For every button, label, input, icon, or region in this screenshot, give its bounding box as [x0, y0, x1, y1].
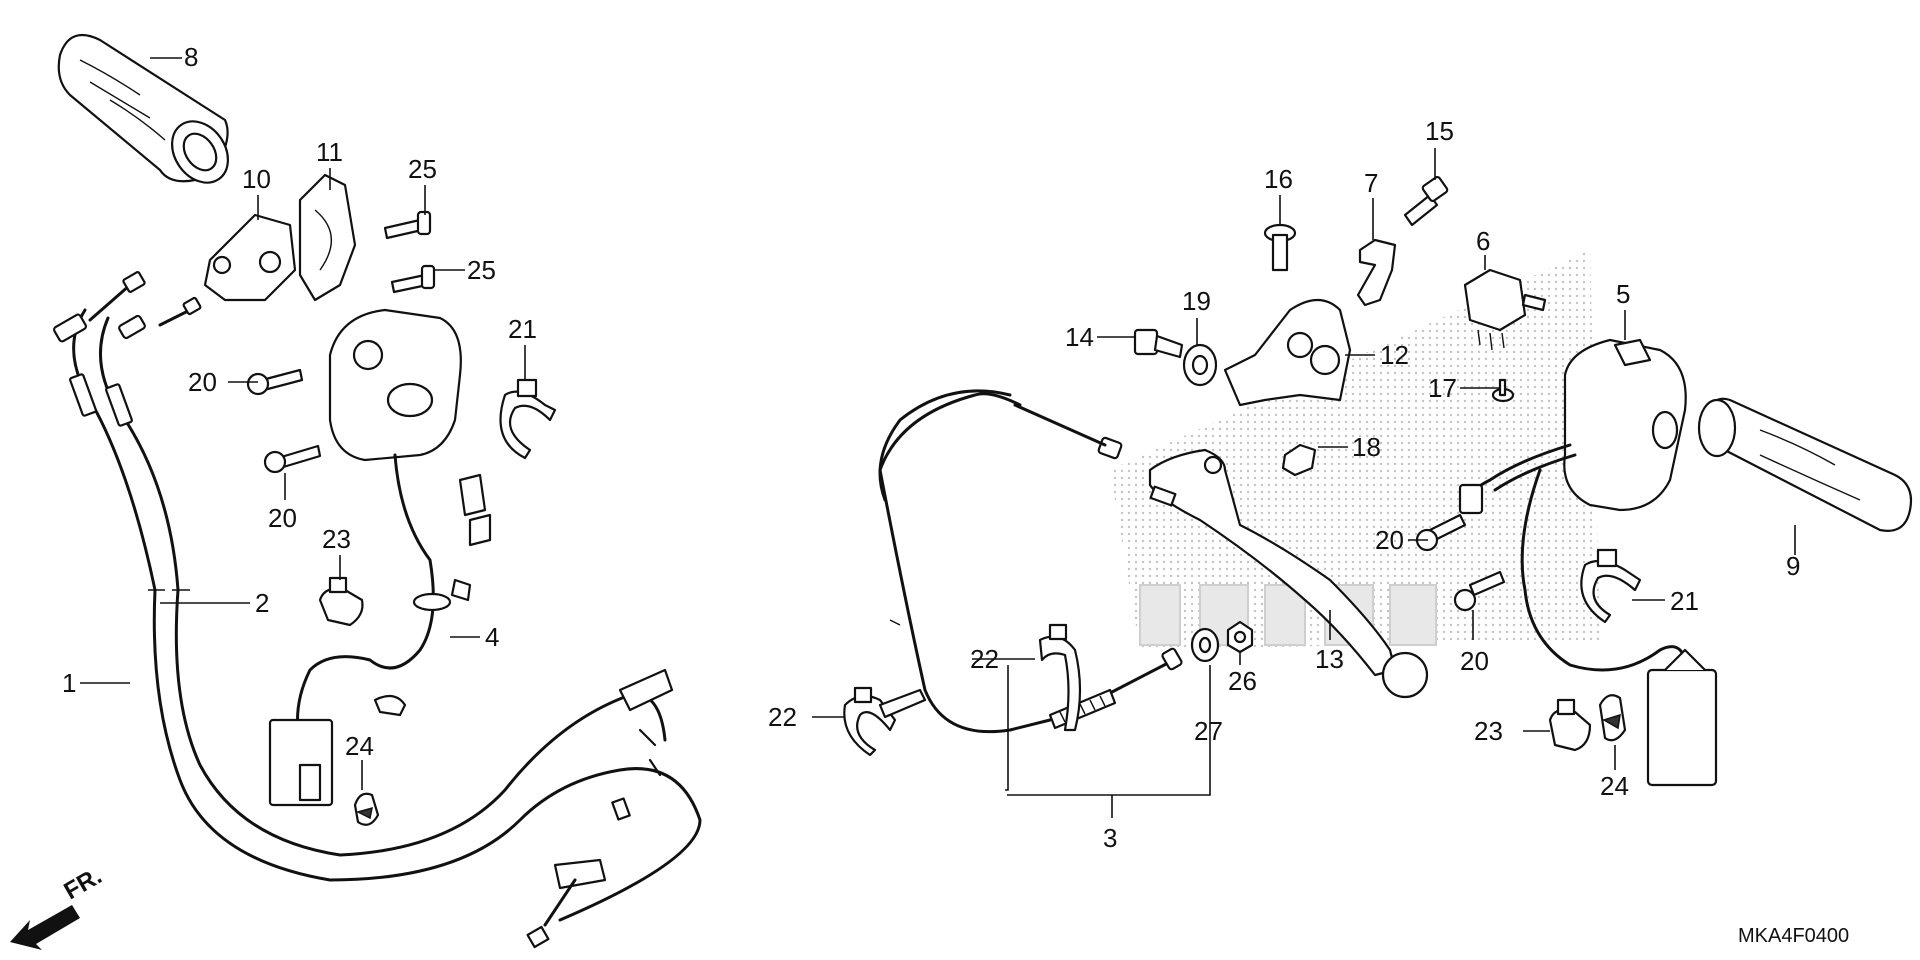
screw-25-a — [383, 210, 432, 240]
callout-24-b: 24 — [1600, 771, 1629, 801]
callout-1: 1 — [62, 668, 76, 698]
callout-20-c: 20 — [1375, 525, 1404, 555]
left-switch-part — [268, 308, 492, 807]
handle-grip-9-part — [1697, 397, 1913, 532]
leader-lines — [80, 57, 1796, 818]
clip-24-b — [1598, 694, 1627, 742]
callout-6: 6 — [1476, 226, 1490, 256]
callout-5: 5 — [1616, 279, 1630, 309]
callout-22-b: 22 — [768, 702, 797, 732]
front-direction-arrow — [10, 905, 80, 950]
screw-20-a — [246, 368, 304, 396]
clamp-23-b — [1548, 698, 1592, 752]
screw-20-d — [1453, 570, 1506, 612]
band-21-a — [499, 378, 557, 460]
lock-nut-19-part — [1182, 343, 1218, 387]
throttle-housing-upper-part — [298, 173, 357, 302]
callout-23-b: 23 — [1474, 716, 1503, 746]
clip-24-a — [353, 792, 380, 826]
clutch-switch-6-part — [1463, 268, 1547, 351]
callout-25-a: 25 — [408, 154, 437, 184]
callout-3: 3 — [1103, 823, 1117, 853]
callout-19: 19 — [1182, 286, 1211, 316]
callout-9: 9 — [1786, 551, 1800, 581]
callout-13: 13 — [1315, 644, 1344, 674]
watermark-dots — [1110, 250, 1600, 650]
callout-21-b: 21 — [1670, 586, 1699, 616]
callout-2: 2 — [255, 588, 269, 618]
screw-17-part — [1491, 378, 1515, 403]
callout-10: 10 — [242, 164, 271, 194]
diagram-code: MKA4F0400 — [1738, 925, 1849, 947]
callout-18: 18 — [1352, 432, 1381, 462]
callout-labels: 8 10 11 25 25 21 20 20 23 2 1 4 24 15 16… — [60, 42, 1850, 947]
bolt-15-part — [1403, 175, 1449, 227]
right-switch-5-part — [1458, 338, 1718, 787]
screw-25-b — [390, 264, 436, 294]
throttle-housing-lower-part — [203, 213, 297, 302]
callout-25-b: 25 — [467, 255, 496, 285]
callout-27: 27 — [1194, 716, 1223, 746]
callout-20-b: 20 — [268, 503, 297, 533]
adjuster-14-part — [1133, 328, 1184, 359]
band-22-a — [1038, 623, 1082, 732]
nut-26-part — [1226, 620, 1254, 654]
throttle-grip-part — [57, 33, 229, 184]
callout-16: 16 — [1264, 164, 1293, 194]
callout-11: 11 — [316, 137, 343, 167]
screw-20-b — [263, 444, 322, 474]
callout-23-a: 23 — [322, 524, 351, 554]
pivot-bolt-16-part — [1263, 223, 1297, 272]
callout-20-d: 20 — [1460, 646, 1489, 676]
clamp-23-a — [318, 576, 364, 627]
holder-clamp-7-part — [1356, 238, 1397, 307]
band-21-b — [1580, 548, 1642, 624]
callout-20-a: 20 — [188, 367, 217, 397]
clutch-bracket-part — [1223, 298, 1352, 407]
callout-12: 12 — [1380, 340, 1409, 370]
nut-18-part — [1281, 443, 1317, 477]
callout-26: 26 — [1228, 666, 1257, 696]
callout-4: 4 — [485, 622, 499, 652]
callout-8: 8 — [184, 42, 198, 72]
throttle-cable-1-part — [53, 271, 702, 949]
callout-17: 17 — [1428, 373, 1457, 403]
callout-14: 14 — [1065, 322, 1094, 352]
washer-27-part — [1190, 627, 1220, 663]
front-marker-label: FR. — [60, 862, 107, 905]
clutch-lever-13-part — [1148, 448, 1429, 699]
callout-15: 15 — [1425, 116, 1454, 146]
callout-24-a: 24 — [345, 731, 374, 761]
band-22-b — [843, 686, 927, 757]
callout-7: 7 — [1364, 168, 1378, 198]
callout-21-a: 21 — [508, 314, 537, 344]
callout-22-a: 22 — [970, 644, 999, 674]
